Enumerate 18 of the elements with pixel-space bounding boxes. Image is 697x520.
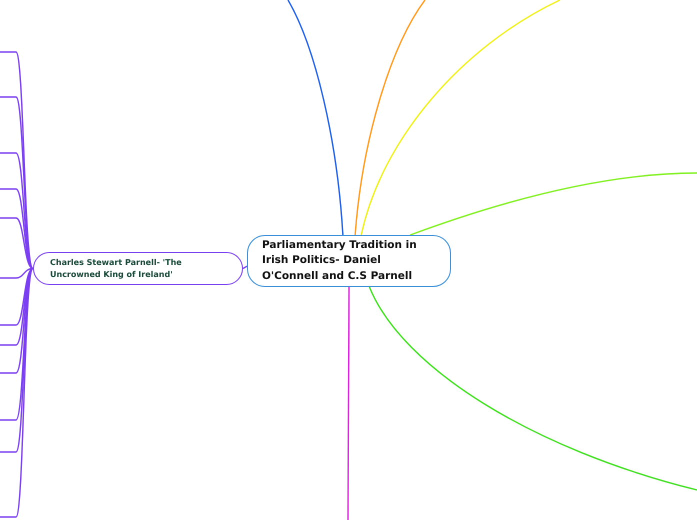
branch-line: [242, 266, 248, 270]
branch-line: [0, 268, 34, 326]
topic-text: Parliamentary Tradition in Irish Politics- Daniel O'Connell and C.S Parnell: [262, 238, 418, 284]
branch-line: [347, 287, 350, 520]
branch-line: [287, 0, 344, 236]
topic-box: [33, 252, 243, 285]
branch-line: [0, 268, 34, 518]
branch-line: [0, 96, 34, 269]
branch-line: [354, 0, 426, 236]
branch-line: [0, 268, 34, 279]
branch-line: [368, 286, 697, 491]
branch-line: [410, 172, 697, 236]
branch-line: [0, 51, 34, 269]
branch-line: [360, 0, 560, 236]
topic-box: [247, 235, 451, 287]
branch-line: [0, 217, 34, 270]
branch-line: [0, 268, 34, 453]
topic-text: Charles Stewart Parnell- 'The Uncrowned King of Ireland': [50, 256, 183, 280]
